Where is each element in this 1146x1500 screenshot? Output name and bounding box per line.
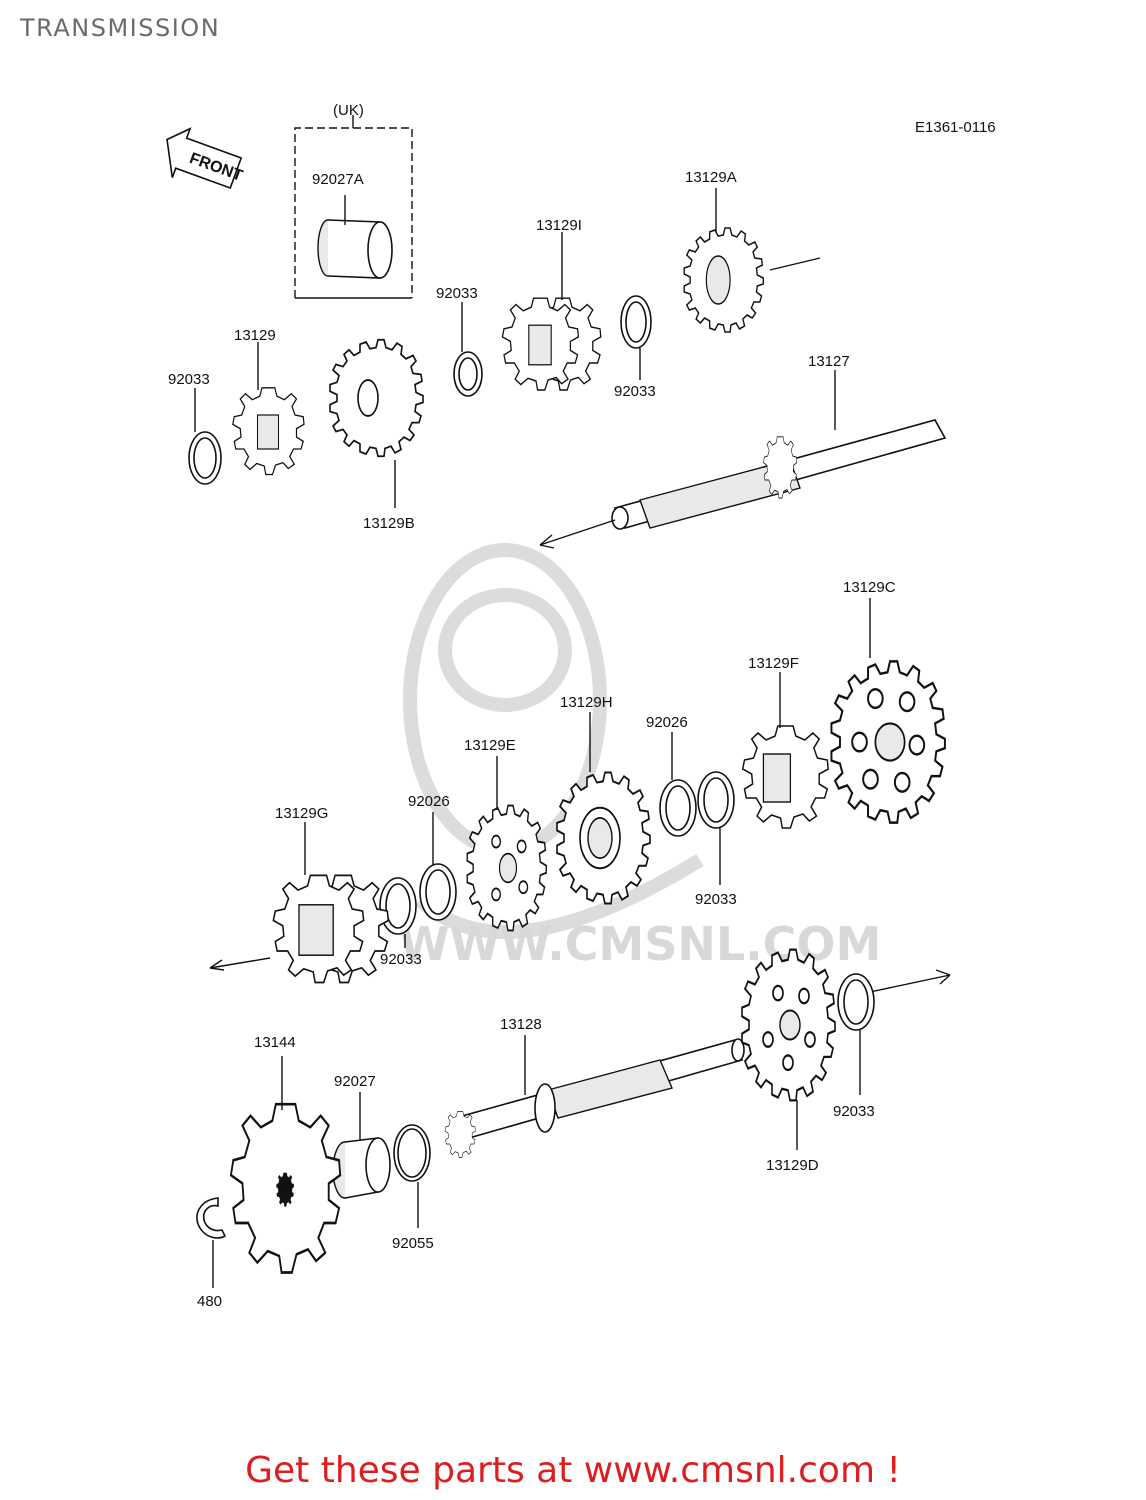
label-92033-upper-left: 92033 <box>436 285 478 302</box>
circlip-92033-top-left[interactable] <box>188 388 222 485</box>
label-13127: 13127 <box>808 353 850 370</box>
label-92026-right: 92026 <box>646 714 688 731</box>
label-13129d: 13129D <box>766 1157 819 1174</box>
label-13129i: 13129I <box>536 217 582 234</box>
circlip-92033-upper-right[interactable] <box>620 295 652 380</box>
gear-13129b[interactable] <box>329 338 424 458</box>
label-13129h: 13129H <box>560 694 613 711</box>
gear-13129c[interactable] <box>830 660 947 824</box>
label-13144: 13144 <box>254 1034 296 1051</box>
label-92026-left: 92026 <box>408 793 450 810</box>
label-92033-upper-right: 92033 <box>614 383 656 400</box>
shaft-13127[interactable] <box>539 370 947 549</box>
uk-variant-box: (UK) <box>294 102 413 299</box>
label-92055: 92055 <box>392 1235 434 1252</box>
ref-code: E1361-0116 <box>915 119 996 136</box>
gear-13129a[interactable] <box>683 227 765 333</box>
label-480: 480 <box>197 1293 222 1310</box>
circlip-92033-lower-right[interactable] <box>837 973 875 1095</box>
circlip-92033-mid-right[interactable] <box>697 771 735 885</box>
label-13129g: 13129G <box>275 805 328 822</box>
gear-13129e[interactable] <box>466 804 548 932</box>
uk-region-label: (UK) <box>333 102 364 119</box>
label-92027a: 92027A <box>312 171 364 188</box>
label-92033-lower-right: 92033 <box>833 1103 875 1120</box>
bushing-92027a[interactable] <box>317 195 393 279</box>
label-92033-top-left: 92033 <box>168 371 210 388</box>
gear-13129[interactable] <box>232 387 305 476</box>
label-13128: 13128 <box>500 1016 542 1033</box>
axis-line-upper-right <box>769 257 821 271</box>
label-13129f: 13129F <box>748 655 799 672</box>
label-13129a: 13129A <box>685 169 737 186</box>
axis-arrow-mid-left <box>209 957 271 971</box>
washer-92033-upper-left[interactable] <box>453 302 483 397</box>
front-arrow: FRONT <box>166 127 245 190</box>
label-92027: 92027 <box>334 1073 376 1090</box>
shaft-13128[interactable] <box>444 969 951 1158</box>
page-title: TRANSMISSION <box>20 14 221 42</box>
sprocket-13144[interactable] <box>229 1102 342 1274</box>
label-13129c: 13129C <box>843 579 896 596</box>
washer-92026-right[interactable] <box>659 732 697 837</box>
circlip-480[interactable] <box>196 1197 227 1288</box>
gear-13129d[interactable] <box>740 948 837 1102</box>
cmsnl-parts-link[interactable]: Get these parts at www.cmsnl.com ! <box>245 1450 901 1491</box>
label-92033-mid-left: 92033 <box>380 951 422 968</box>
gear-13129f[interactable] <box>741 725 830 829</box>
bushing-92027[interactable] <box>332 1092 391 1199</box>
gear-13129g[interactable] <box>272 874 390 984</box>
gear-13129i[interactable] <box>501 297 602 391</box>
oring-92055[interactable] <box>393 1124 431 1228</box>
washer-92026-left[interactable] <box>419 812 457 921</box>
label-13129e: 13129E <box>464 737 516 754</box>
label-92033-mid-right: 92033 <box>695 891 737 908</box>
gear-13129h[interactable] <box>555 771 652 905</box>
label-13129b: 13129B <box>363 515 415 532</box>
label-13129: 13129 <box>234 327 276 344</box>
